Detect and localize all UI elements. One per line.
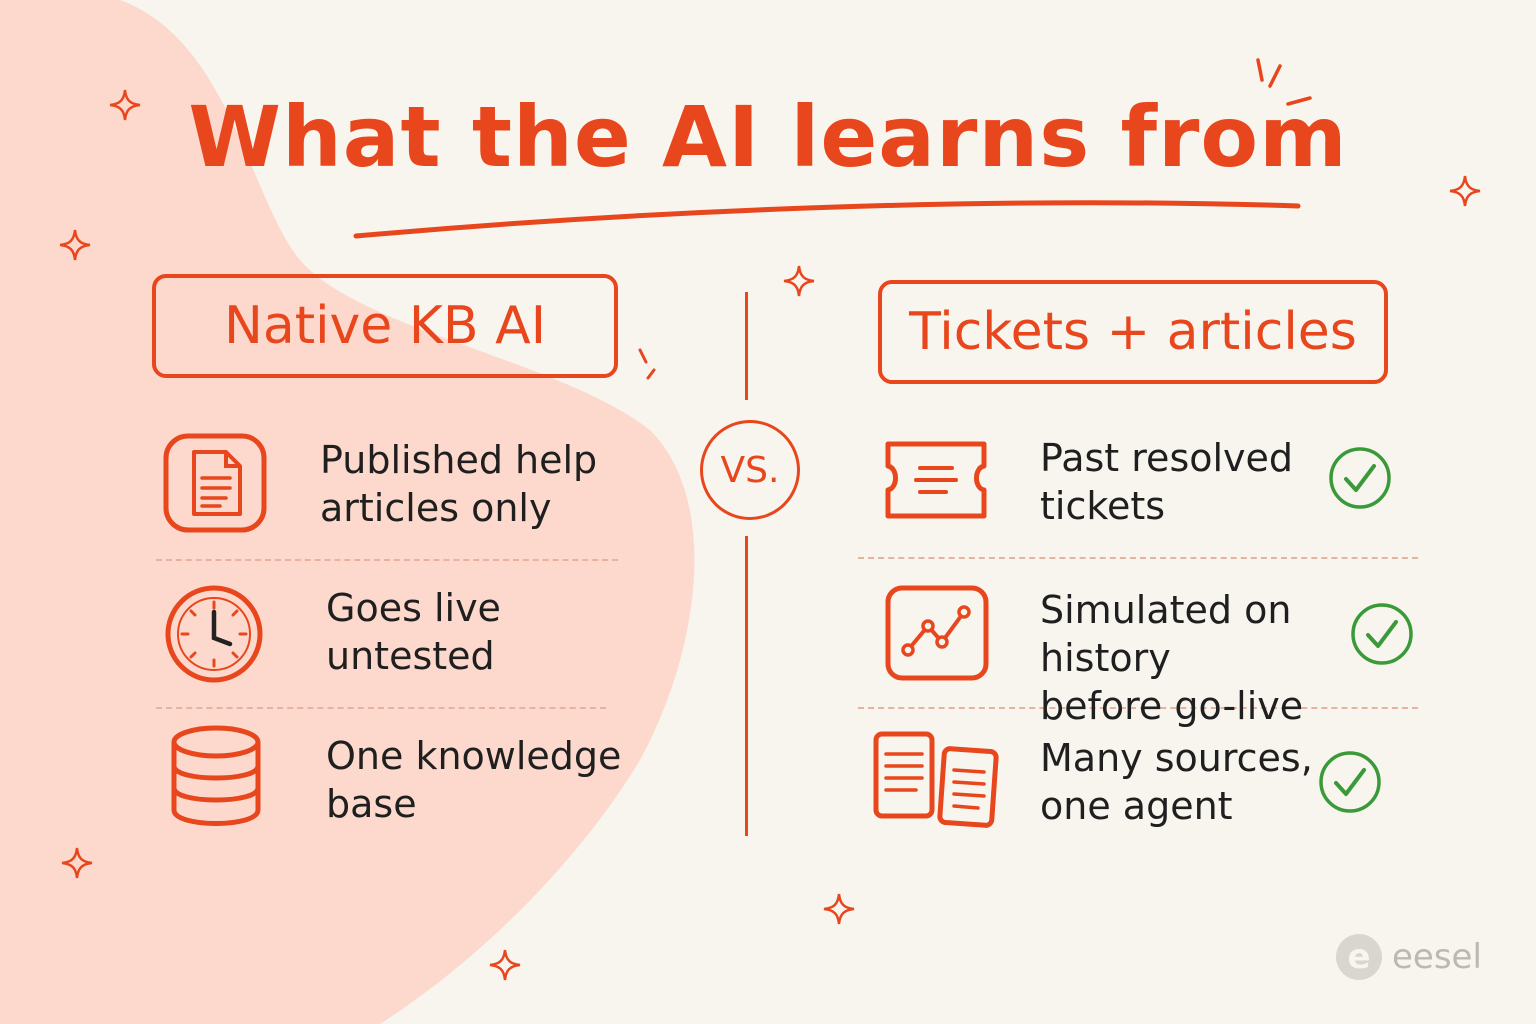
emphasis-dashes	[1256, 58, 1312, 130]
row-separator	[858, 707, 1418, 709]
logo-text: eesel	[1392, 937, 1482, 977]
sparkle-icon	[109, 89, 141, 121]
list-item-text: Many sources, one agent	[1040, 736, 1313, 828]
check-icon	[1319, 751, 1381, 813]
list-item-text: Past resolved tickets	[1040, 436, 1294, 528]
sparkle-icon	[61, 847, 93, 879]
divider-line	[745, 292, 748, 400]
divider-line	[745, 536, 748, 836]
row-separator	[858, 557, 1418, 559]
list-item-text: One knowledge base	[326, 734, 622, 826]
left-header-label: Native KB AI	[223, 296, 547, 356]
vs-badge: VS.	[700, 420, 800, 520]
ticket-icon	[885, 441, 987, 519]
sparkle-icon	[823, 893, 855, 925]
sparkle-icon	[783, 265, 815, 297]
sparkle-icon	[1449, 175, 1481, 207]
list-item-text: Published help articles only	[320, 438, 598, 530]
eesel-logo: e eesel	[1336, 934, 1482, 980]
sparkle-icon	[489, 949, 521, 981]
document-icon	[163, 433, 267, 533]
check-icon	[1351, 603, 1413, 665]
left-column-header: Native KB AI	[152, 274, 618, 378]
page-title: What the AI learns from	[188, 88, 1348, 186]
row-separator	[156, 559, 618, 561]
right-column-header: Tickets + articles	[878, 280, 1388, 384]
check-icon	[1329, 447, 1391, 509]
documents-icon	[873, 731, 999, 828]
right-header-label: Tickets + articles	[909, 302, 1357, 362]
database-icon	[171, 725, 261, 826]
clock-icon	[165, 585, 263, 683]
row-separator	[156, 707, 606, 709]
emphasis-dashes	[638, 348, 656, 380]
list-item-text: Goes live untested	[326, 586, 501, 678]
list-item-text: Simulated on history before go-live	[1040, 588, 1304, 728]
title-underline	[353, 200, 1301, 239]
line-chart-icon	[885, 585, 989, 681]
logo-mark: e	[1336, 934, 1382, 980]
sparkle-icon	[59, 229, 91, 261]
vs-label: VS.	[720, 449, 780, 491]
